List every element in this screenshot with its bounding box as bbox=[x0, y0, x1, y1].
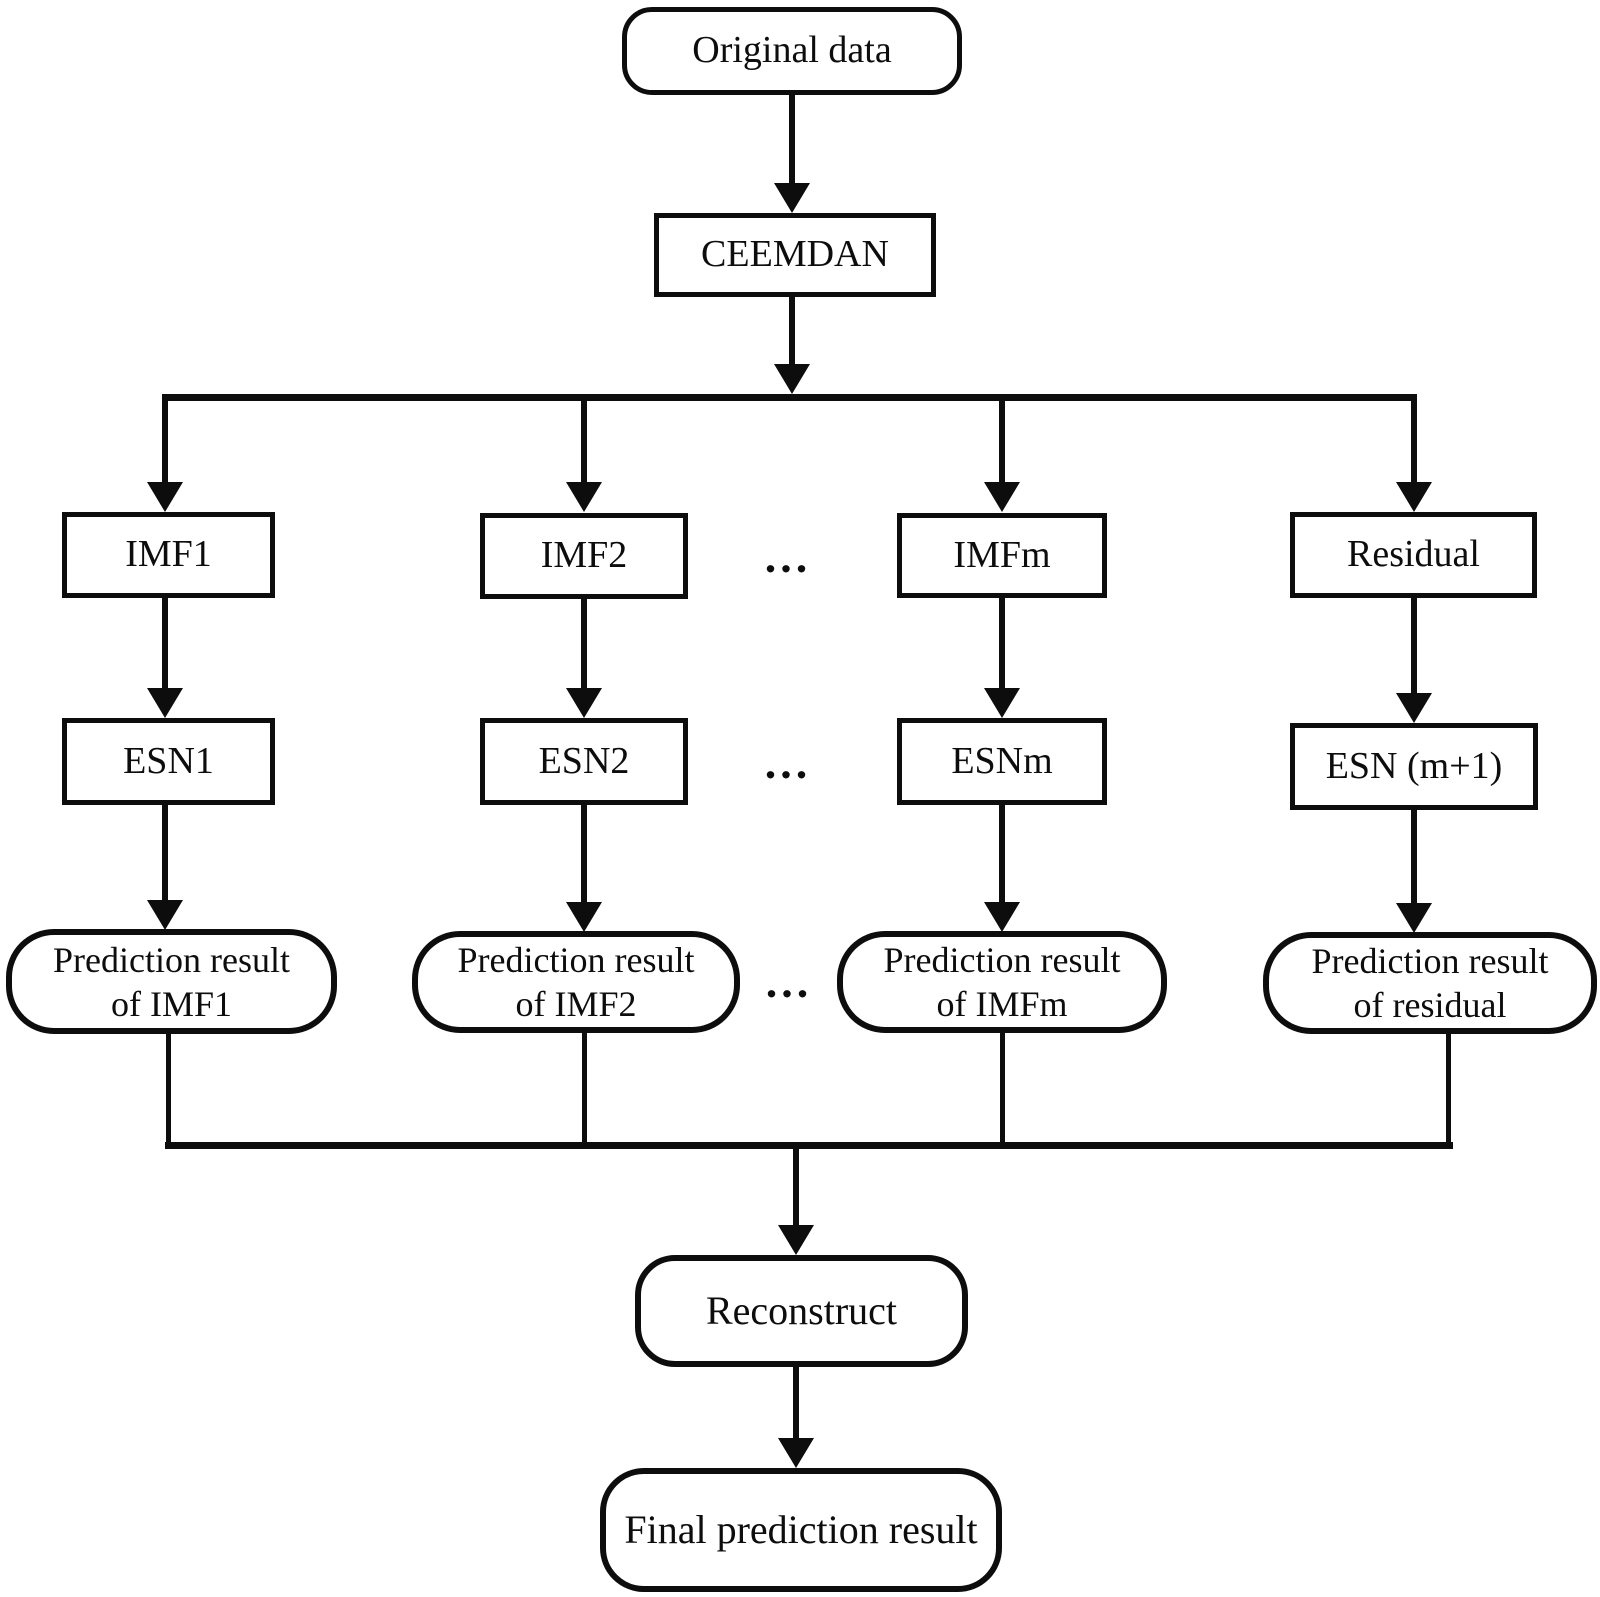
pred-imf1-line1: Prediction result bbox=[53, 939, 290, 980]
node-pred-residual: Prediction result of residual bbox=[1263, 932, 1597, 1034]
node-imf2: IMF2 bbox=[480, 513, 688, 599]
node-pred-imfm: Prediction result of IMFm bbox=[837, 931, 1167, 1033]
ellipsis-imf-row: ... bbox=[764, 530, 812, 582]
arrow-ceemdan-to-split-head-icon bbox=[774, 364, 810, 394]
node-esn-m-plus-1: ESN (m+1) bbox=[1290, 723, 1538, 810]
node-imf1: IMF1 bbox=[62, 512, 275, 598]
arrow-reconstruct-to-final-head-icon bbox=[778, 1438, 814, 1468]
pred-imf1-line2: of IMF1 bbox=[110, 983, 232, 1024]
arrow-imf2-to-esn2-head-icon bbox=[566, 688, 602, 718]
node-esn2: ESN2 bbox=[480, 718, 688, 805]
node-pred-imf1: Prediction result of IMF1 bbox=[6, 929, 337, 1034]
ellipsis-pred-row: ... bbox=[765, 955, 813, 1007]
pred-residual-line2: of residual bbox=[1353, 985, 1507, 1025]
drop-imfm-head-icon bbox=[984, 482, 1020, 512]
merge-line-pred-imf1 bbox=[166, 1034, 171, 1146]
node-original-data: Original data bbox=[622, 7, 962, 95]
arrow-original-to-ceemdan-line bbox=[789, 95, 795, 183]
arrow-imf2-to-esn2-line bbox=[581, 599, 587, 688]
arrow-ceemdan-to-split-line bbox=[789, 297, 795, 364]
arrow-esn1-to-pred-line bbox=[162, 805, 168, 900]
node-residual: Residual bbox=[1290, 512, 1537, 598]
arrow-esn-m1-to-pred-head-icon bbox=[1396, 903, 1432, 933]
arrow-reconstruct-to-final-line bbox=[793, 1367, 799, 1438]
drop-imfm-line bbox=[999, 398, 1005, 482]
drop-residual-head-icon bbox=[1396, 482, 1432, 512]
pred-imf2-line2: of IMF2 bbox=[515, 984, 637, 1024]
drop-imf1-head-icon bbox=[147, 482, 183, 512]
node-ceemdan: CEEMDAN bbox=[654, 213, 936, 297]
arrow-esnm-to-pred-line bbox=[999, 805, 1005, 902]
arrow-imfm-to-esnm-line bbox=[999, 598, 1005, 688]
arrow-imfm-to-esnm-head-icon bbox=[984, 688, 1020, 718]
drop-imf2-line bbox=[581, 398, 587, 482]
node-reconstruct: Reconstruct bbox=[635, 1255, 968, 1367]
ellipsis-esn-row: ... bbox=[764, 736, 812, 788]
merge-line-pred-imfm bbox=[1000, 1033, 1005, 1146]
arrow-esn2-to-pred-line bbox=[581, 805, 587, 902]
arrow-esn1-to-pred-head-icon bbox=[147, 900, 183, 930]
arrow-esn2-to-pred-head-icon bbox=[566, 902, 602, 932]
node-imfm: IMFm bbox=[897, 513, 1107, 598]
node-esn1: ESN1 bbox=[62, 718, 275, 805]
pred-imfm-line1: Prediction result bbox=[883, 940, 1121, 980]
merge-line-pred-imf2 bbox=[582, 1033, 587, 1146]
node-esnm: ESNm bbox=[897, 718, 1107, 805]
arrow-merge-to-reconstruct-line bbox=[793, 1149, 799, 1225]
drop-residual-line bbox=[1411, 398, 1417, 482]
pred-residual-line1: Prediction result bbox=[1311, 941, 1549, 981]
arrow-imf1-to-esn1-line bbox=[162, 598, 168, 688]
merge-line-pred-residual bbox=[1446, 1034, 1451, 1146]
pred-imf2-line1: Prediction result bbox=[457, 940, 695, 980]
pred-imfm-line2: of IMFm bbox=[936, 984, 1068, 1024]
arrow-merge-to-reconstruct-head-icon bbox=[778, 1225, 814, 1255]
arrow-residual-to-esn-line bbox=[1411, 598, 1417, 693]
split-line bbox=[162, 394, 1417, 401]
merge-line bbox=[165, 1142, 1453, 1149]
drop-imf1-line bbox=[162, 398, 168, 482]
arrow-original-to-ceemdan-head-icon bbox=[774, 183, 810, 213]
node-final-prediction-result: Final prediction result bbox=[600, 1468, 1002, 1592]
arrow-esnm-to-pred-head-icon bbox=[984, 902, 1020, 932]
node-pred-imf2: Prediction result of IMF2 bbox=[412, 931, 740, 1033]
arrow-residual-to-esn-head-icon bbox=[1396, 693, 1432, 723]
arrow-imf1-to-esn1-head-icon bbox=[147, 688, 183, 718]
drop-imf2-head-icon bbox=[566, 482, 602, 512]
arrow-esn-m1-to-pred-line bbox=[1411, 810, 1417, 903]
